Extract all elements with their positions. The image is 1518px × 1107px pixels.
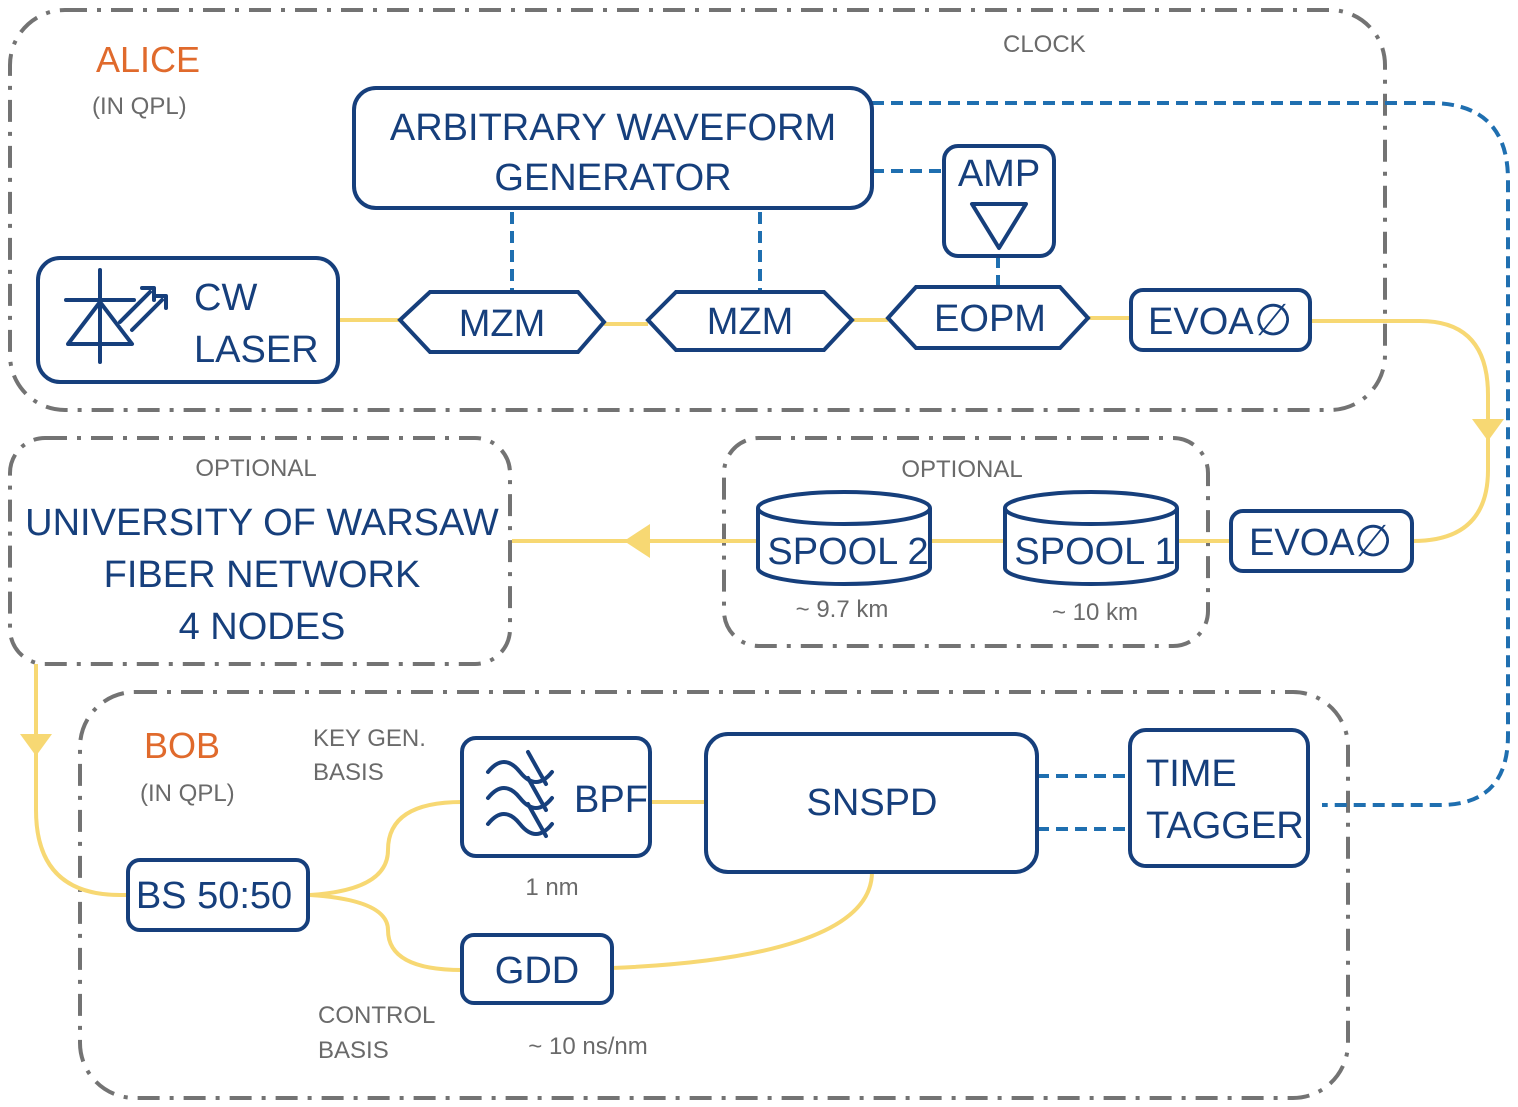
- fiber-arrow-down-right: [1472, 419, 1504, 441]
- uw-network-region: [8, 436, 512, 666]
- eopm-label: EOPM: [934, 298, 1046, 340]
- bob-title: BOB: [144, 725, 220, 766]
- eopm-block: EOPM: [885, 285, 1091, 350]
- alice-subtitle: (IN QPL): [92, 93, 187, 120]
- uw-label-2: FIBER NETWORK: [104, 554, 421, 596]
- spool-1-length: ~ 10 km: [1052, 599, 1138, 626]
- spool-1-label: SPOOL 1: [1014, 531, 1175, 573]
- time-tagger-label-1: TIME: [1146, 753, 1237, 795]
- fiber-bs-gdd: [309, 893, 463, 972]
- bob-region: [78, 690, 1350, 1100]
- clock-line: [872, 101, 1510, 807]
- control-label-1: CONTROL: [318, 1002, 435, 1029]
- optional-label-right: OPTIONAL: [901, 456, 1022, 483]
- gdd-value: ~ 10 ns/nm: [528, 1033, 647, 1060]
- cw-laser-block: CW LASER: [36, 256, 340, 384]
- snspd-label: SNSPD: [807, 782, 938, 824]
- optional-label-left: OPTIONAL: [195, 455, 316, 482]
- amplifier-triangle-icon: [970, 202, 1028, 250]
- key-gen-label-2: BASIS: [313, 759, 384, 786]
- electrical-connections: [510, 101, 1510, 831]
- bpf-block: BPF: [460, 736, 652, 858]
- bandpass-filter-icon: [486, 750, 554, 838]
- clock-label: CLOCK: [1003, 31, 1086, 58]
- cw-laser-label-2: LASER: [194, 329, 319, 371]
- evoa-1-label: EVOA: [1148, 301, 1254, 343]
- time-tagger-label-2: TAGGER: [1146, 805, 1304, 847]
- evoa-2-label: EVOA: [1249, 522, 1355, 564]
- uw-network-block: UNIVERSITY OF WARSAW FIBER NETWORK 4 NOD…: [25, 502, 499, 648]
- bs-block: BS 50:50: [126, 858, 310, 932]
- spool-2-block: SPOOL 2: [756, 490, 932, 586]
- fiber-evoa1-evoa2: [1310, 319, 1490, 543]
- awg-label-2: GENERATOR: [494, 157, 731, 199]
- laser-diode-icon: [64, 268, 168, 364]
- snspd-block: SNSPD: [704, 732, 1039, 874]
- mzm-2-block: MZM: [645, 290, 855, 352]
- amp-block: AMP: [942, 144, 1056, 258]
- amp-label: AMP: [958, 153, 1040, 195]
- bob-subtitle: (IN QPL): [140, 780, 235, 807]
- gdd-label: GDD: [495, 950, 579, 992]
- mzm-1-block: MZM: [397, 290, 607, 354]
- control-label-2: BASIS: [318, 1037, 389, 1064]
- fiber-arrow-down-left: [20, 734, 52, 756]
- bs-label: BS 50:50: [136, 875, 292, 917]
- spool-1-block: SPOOL 1: [1003, 490, 1179, 586]
- time-tagger-block: TIME TAGGER: [1128, 728, 1310, 868]
- awg-block: ARBITRARY WAVEFORM GENERATOR: [352, 86, 874, 210]
- fiber-arrow-left: [624, 524, 650, 558]
- awg-label-1: ARBITRARY WAVEFORM: [390, 107, 836, 149]
- uw-label-1: UNIVERSITY OF WARSAW: [25, 502, 499, 544]
- spool-2-length: ~ 9.7 km: [796, 596, 889, 623]
- key-gen-label-1: KEY GEN.: [313, 725, 426, 752]
- gdd-block: GDD: [460, 933, 614, 1005]
- fiber-bs-bpf: [309, 800, 463, 897]
- alice-region: [8, 8, 1387, 412]
- evoa-2-block: EVOA ∅: [1229, 509, 1414, 573]
- fiber-connections: [20, 316, 1504, 972]
- attenuator-icon: ∅: [1254, 296, 1292, 345]
- spool-2-label: SPOOL 2: [767, 531, 928, 573]
- mzm-1-label: MZM: [459, 303, 546, 345]
- fiber-uw-bs: [34, 664, 128, 897]
- bpf-width: 1 nm: [525, 874, 578, 901]
- attenuator-icon-2: ∅: [1354, 517, 1392, 566]
- evoa-1-block: EVOA ∅: [1129, 288, 1312, 352]
- fiber-gdd-snspd: [611, 871, 874, 970]
- bpf-label: BPF: [574, 779, 648, 821]
- mzm-2-label: MZM: [707, 301, 794, 343]
- cw-laser-label-1: CW: [194, 277, 257, 319]
- uw-label-3: 4 NODES: [179, 606, 346, 648]
- alice-title: ALICE: [96, 39, 200, 80]
